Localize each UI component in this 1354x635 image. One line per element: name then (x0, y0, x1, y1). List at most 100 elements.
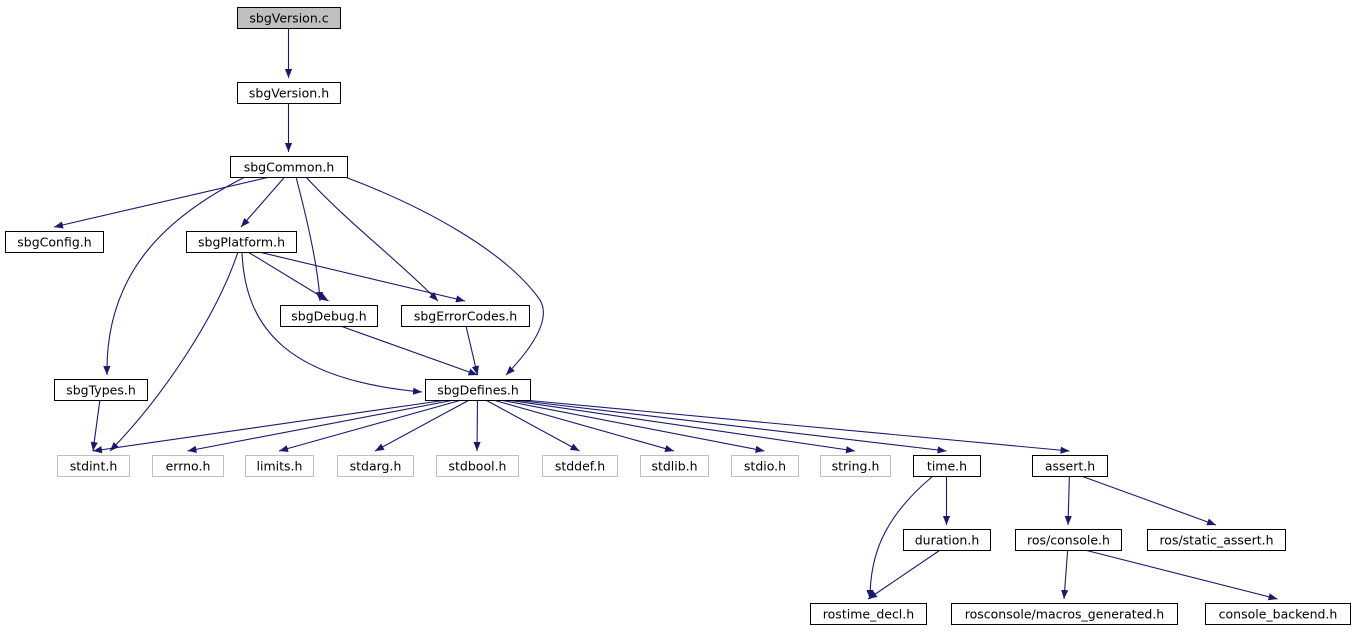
edge-sbgErrorCodes_h-to-sbgDefines_h (465, 325, 479, 376)
edge-arrow (278, 399, 462, 453)
edge-time_h-to-rostime_decl_h (866, 475, 934, 600)
node-stdint-h: stdint.h (57, 455, 130, 477)
edge-sbgPlatform_h-to-sbgErrorCodes_h (258, 251, 466, 303)
node-box (5, 231, 104, 253)
node-errno-h: errno.h (152, 455, 224, 477)
node-box (152, 455, 224, 477)
node-sbgErrorCodes-h[interactable]: sbgErrorCodes.h (401, 305, 530, 327)
edges (53, 28, 1278, 601)
node-box (1015, 529, 1122, 551)
edge-arrow (1081, 475, 1217, 526)
edge-arrow (305, 176, 439, 302)
edge-sbgPlatform_h-to-sbgDebug_h (247, 251, 329, 302)
node-box (401, 305, 530, 327)
edge-arrow (514, 399, 947, 454)
edge-arrow (1064, 475, 1072, 526)
edge-sbgDefines_h-to-stddef_h (485, 399, 580, 452)
node-label: sbgTypes.h (66, 383, 136, 398)
edge-arrow (867, 549, 941, 600)
node-assert-h[interactable]: assert.h (1032, 455, 1108, 477)
node-box (436, 455, 519, 477)
node-label: stdint.h (70, 459, 118, 474)
edge-arrow (866, 475, 934, 600)
edge-sbgDefines_h-to-time_h (514, 399, 947, 454)
node-label: sbgVersion.c (249, 11, 328, 26)
node-duration-h[interactable]: duration.h (903, 529, 991, 551)
edge-sbgDefines_h-to-string_h (507, 399, 856, 454)
node-sbgDefines-h[interactable]: sbgDefines.h (425, 379, 531, 401)
edge-sbgDefines_h-to-assert_h (523, 399, 1070, 454)
edge-sbgCommon_h-to-sbgTypes_h (103, 176, 246, 376)
node-box (54, 379, 148, 401)
node-sbgTypes-h[interactable]: sbgTypes.h (54, 379, 148, 401)
node-box (951, 603, 1178, 625)
edge-ros_console_h-to-console_backend_h (1084, 549, 1278, 601)
node-box (913, 455, 981, 477)
edge-sbgDefines_h-to-limits_h (278, 399, 462, 453)
edge-arrow (374, 399, 470, 452)
edge-arrow (465, 325, 479, 376)
node-box (280, 305, 378, 327)
node-label: sbgVersion.h (249, 86, 329, 101)
node-time-h[interactable]: time.h (913, 455, 981, 477)
node-rosconsole-macros-generated-h[interactable]: rosconsole/macros_generated.h (951, 603, 1178, 625)
node-label: stdarg.h (350, 459, 402, 474)
edge-sbgPlatform_h-to-sbgDefines_h (241, 251, 423, 395)
edge-sbgCommon_h-to-sbgConfig_h (53, 176, 270, 229)
node-sbgCommon-h[interactable]: sbgCommon.h (230, 156, 348, 178)
node-box (425, 379, 531, 401)
node-label: ros/static_assert.h (1159, 533, 1273, 548)
edge-sbgDefines_h-to-stdlib_h (493, 399, 675, 453)
edge-arrow (1084, 549, 1278, 601)
node-box (1032, 455, 1108, 477)
node-label: sbgErrorCodes.h (414, 309, 517, 324)
node-box (237, 7, 341, 29)
node-label: sbgDefines.h (437, 383, 519, 398)
node-console-backend-h[interactable]: console_backend.h (1205, 603, 1351, 625)
edge-arrow (241, 251, 423, 395)
edge-arrow (90, 399, 101, 452)
node-box (245, 455, 314, 477)
edge-arrow (295, 176, 324, 302)
node-box (57, 455, 130, 477)
node-stdio-h: stdio.h (731, 455, 799, 477)
edge-arrow (344, 176, 544, 376)
node-sbgConfig-h[interactable]: sbgConfig.h (5, 231, 104, 253)
node-limits-h: limits.h (245, 455, 314, 477)
edge-duration_h-to-rostime_decl_h (867, 549, 941, 600)
edge-sbgCommon_h-to-sbgDebug_h (295, 176, 324, 302)
node-label: time.h (927, 459, 967, 474)
edge-arrow (53, 176, 270, 229)
edge-arrow (258, 251, 466, 303)
node-rostime-decl-h[interactable]: rostime_decl.h (810, 603, 927, 625)
node-sbgVersion-c[interactable]: sbgVersion.c (237, 7, 341, 29)
node-sbgDebug-h[interactable]: sbgDebug.h (280, 305, 378, 327)
node-box (810, 603, 927, 625)
node-label: stdio.h (744, 459, 786, 474)
node-stdlib-h: stdlib.h (640, 455, 709, 477)
edge-assert_h-to-ros_console_h (1064, 475, 1072, 526)
edge-sbgTypes_h-to-stdint_h (90, 399, 101, 452)
node-sbgPlatform-h[interactable]: sbgPlatform.h (186, 231, 297, 253)
edge-arrow (247, 251, 329, 302)
node-ros-console-h[interactable]: ros/console.h (1015, 529, 1122, 551)
node-string-h: string.h (820, 455, 891, 477)
node-box (1205, 603, 1351, 625)
node-label: sbgConfig.h (17, 235, 91, 250)
node-box (186, 231, 297, 253)
edge-arrow (240, 176, 286, 228)
node-box (1147, 529, 1286, 551)
edge-arrow (500, 399, 765, 453)
node-label: sbgDebug.h (291, 309, 366, 324)
edge-sbgDefines_h-to-stdint_h (92, 399, 447, 454)
node-label: sbgCommon.h (244, 160, 335, 175)
node-box (237, 82, 341, 104)
edge-sbgDefines_h-to-stdarg_h (374, 399, 470, 452)
edge-ros_console_h-to-rosconsole_macros_generated_h (1061, 549, 1069, 600)
node-label: stdlib.h (651, 459, 697, 474)
node-ros-static-assert-h[interactable]: ros/static_assert.h (1147, 529, 1286, 551)
edge-sbgPlatform_h-to-stdint_h (109, 251, 239, 452)
edge-arrow (485, 399, 580, 452)
node-label: sbgPlatform.h (198, 235, 285, 250)
node-sbgVersion-h[interactable]: sbgVersion.h (237, 82, 341, 104)
